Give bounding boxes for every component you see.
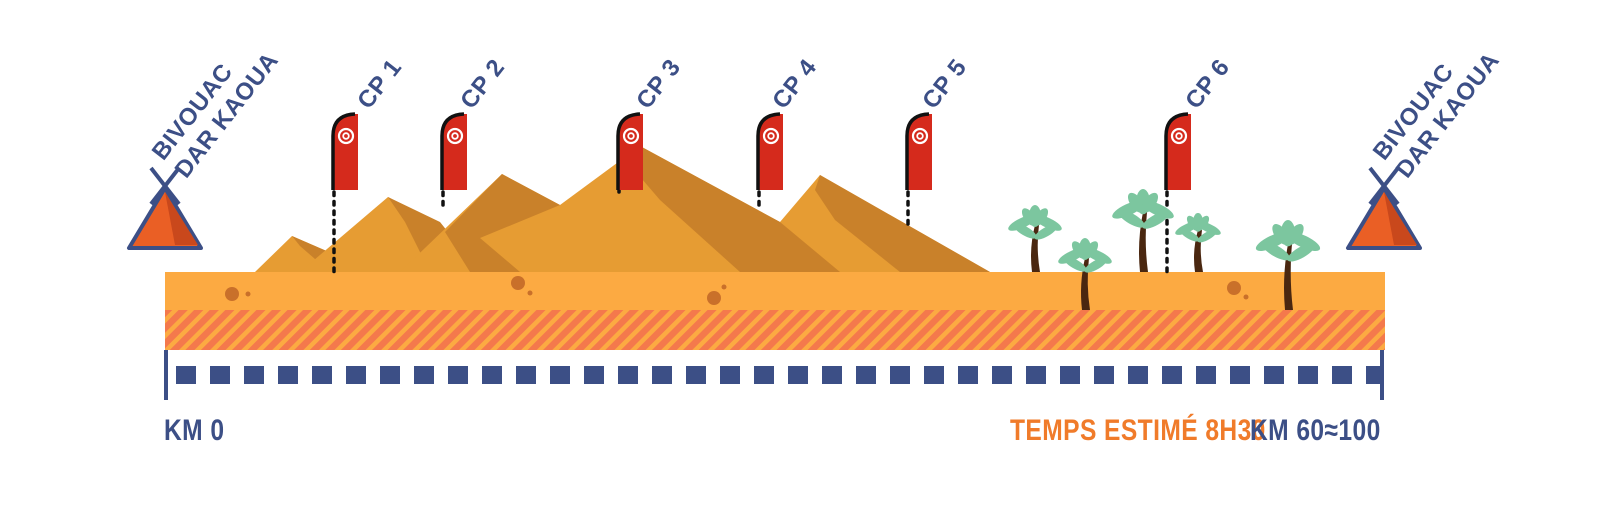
tent-icon [1346, 166, 1422, 250]
estimated-time-label: TEMPS ESTIMÉ 8H30 [1010, 414, 1266, 447]
palm-trees [1008, 189, 1321, 310]
pebbles [225, 276, 1249, 305]
km-end-label: KM 60≈100 [1250, 414, 1381, 447]
km-start-label: KM 0 [164, 414, 225, 447]
flag-icon [440, 112, 467, 212]
flag-icon [331, 112, 358, 274]
palm-tree-icon [1175, 213, 1221, 272]
flag-icon [616, 112, 643, 194]
hatched-ground [165, 310, 1385, 350]
palm-tree-icon [1008, 205, 1062, 272]
distance-ruler [164, 350, 1384, 400]
tent-icon [127, 166, 203, 250]
sand-ground [165, 272, 1385, 310]
palm-tree-icon [1255, 220, 1321, 310]
palm-tree-icon [1058, 238, 1112, 310]
flag-icon [905, 112, 932, 230]
flag-icon [756, 112, 783, 212]
flag-icon [1164, 112, 1191, 274]
dunes [255, 146, 990, 272]
palm-tree-icon [1112, 189, 1174, 272]
